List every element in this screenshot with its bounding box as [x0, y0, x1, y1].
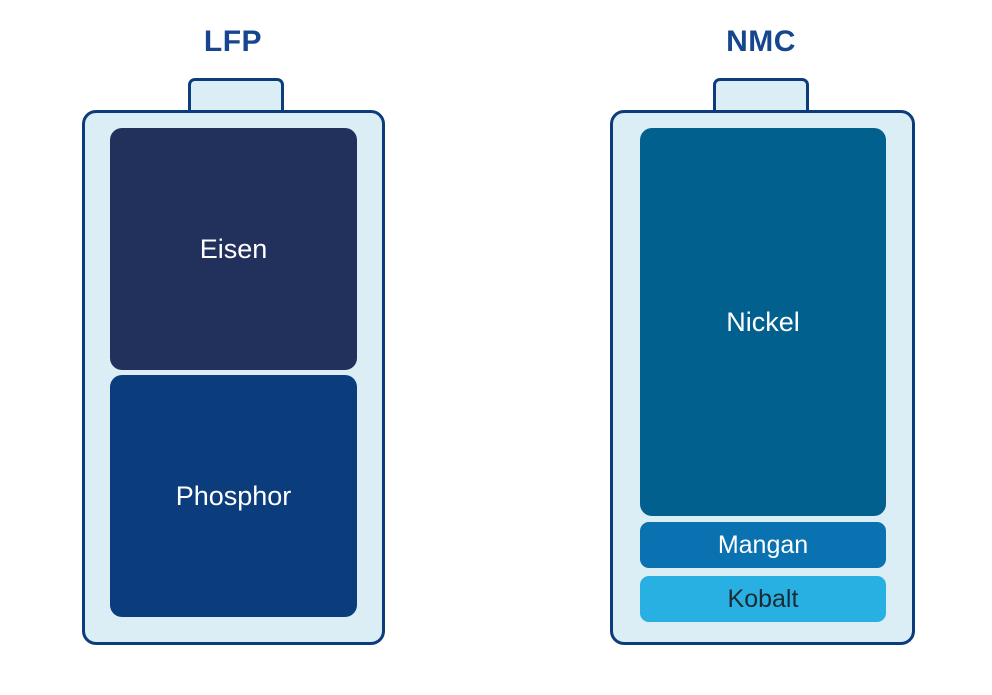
- battery-diagram-lfp: LFP Eisen Phosphor: [0, 0, 466, 695]
- battery-diagram-nmc: NMC Nickel Mangan Kobalt: [528, 0, 992, 695]
- battery-title-nmc: NMC: [726, 25, 796, 58]
- cell-segment-eisen: Eisen: [110, 128, 357, 370]
- cell-segment-phosphor: Phosphor: [110, 375, 357, 617]
- cell-label-eisen: Eisen: [199, 233, 268, 264]
- cell-stack-nmc: Nickel Mangan Kobalt: [640, 128, 886, 622]
- battery-terminal-nmc: [713, 78, 809, 112]
- cell-label-nickel: Nickel: [726, 306, 800, 337]
- cell-segment-mangan: Mangan: [640, 522, 886, 569]
- cell-stack-lfp: Eisen Phosphor: [110, 128, 357, 617]
- cell-segment-kobalt: Kobalt: [640, 576, 886, 622]
- cell-label-kobalt: Kobalt: [727, 584, 799, 613]
- cell-segment-nickel: Nickel: [640, 128, 886, 517]
- battery-terminal-lfp: [188, 78, 284, 112]
- cell-label-phosphor: Phosphor: [175, 480, 292, 511]
- cell-label-mangan: Mangan: [717, 530, 809, 559]
- battery-title-lfp: LFP: [203, 25, 263, 58]
